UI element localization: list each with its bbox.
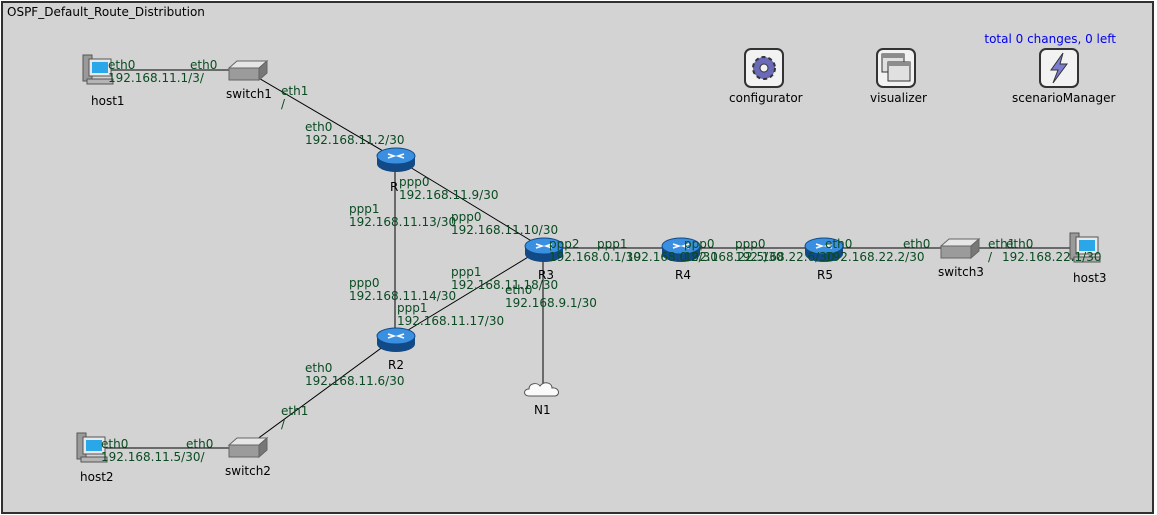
r4-ppp1-label: ppp1 — [597, 237, 628, 251]
r3-router-icon[interactable] — [523, 235, 565, 269]
switch2-label: switch2 — [225, 464, 271, 478]
r3-ppp2-label: ppp2 — [549, 237, 580, 251]
switch2-eth1-label: eth1 — [281, 404, 309, 418]
switch1-eth1-label: eth1 — [281, 84, 309, 98]
r5-eth0-ip-label: 192.168.22.2/30 — [825, 250, 925, 264]
configurator-label: configurator — [729, 91, 803, 105]
n1-label: N1 — [534, 403, 551, 417]
r3-ppp2-ip-label: 192.168.0.1/30 — [549, 250, 641, 264]
switch1-slash-label: / — [281, 97, 286, 111]
link-r1-r3 — [394, 157, 544, 249]
r4-ppp0-ip-label: 192.168.22.5/30 — [684, 250, 784, 264]
host3-ip-label: 192.168.22.1/30 — [1002, 250, 1102, 264]
r1-ppp0-label: ppp0 — [399, 175, 430, 189]
switch1-switch-icon[interactable] — [225, 58, 269, 88]
visualizer-windows-icon[interactable] — [876, 48, 916, 92]
r3-ppp0-ip-label: 192.168.11.10/30 — [451, 223, 559, 237]
r3-ppp1-ip-label: 192.168.11.18/30 — [451, 278, 559, 292]
r4-ppp1-ip-label: 192.168.0.2/30 — [626, 250, 718, 264]
switch3-eth0-label: eth0 — [903, 237, 931, 251]
switch1-eth0-label: eth0 — [190, 58, 218, 72]
scenario-status: total 0 changes, 0 left — [984, 32, 1116, 46]
switch2-eth0-label: eth0 — [186, 437, 214, 451]
host1-eth0-label: eth0 — [108, 58, 136, 72]
host2-computer-icon[interactable] — [75, 431, 109, 469]
host1-computer-icon[interactable] — [81, 53, 115, 91]
switch2-switch-icon[interactable] — [225, 435, 269, 465]
host3-label: host3 — [1073, 271, 1107, 285]
host2-ip-label: 192.168.11.5/30/ — [101, 450, 205, 464]
switch3-eth1-label: eth1 — [988, 237, 1016, 251]
host3-eth0-label: eth0 — [1006, 237, 1034, 251]
r1-ppp1-label: ppp1 — [349, 202, 380, 216]
switch3-label: switch3 — [938, 265, 984, 279]
r5-eth0-label: eth0 — [825, 237, 853, 251]
switch3-slash-label: / — [988, 250, 993, 264]
switch3-switch-icon[interactable] — [937, 236, 981, 266]
r2-label: R2 — [388, 358, 404, 372]
r2-router-icon[interactable] — [375, 325, 417, 359]
r3-eth0-label: eth0 — [505, 283, 533, 297]
configurator-gear-icon[interactable] — [744, 48, 784, 92]
n1-cloud-icon[interactable] — [521, 380, 565, 404]
scenario-manager-label: scenarioManager — [1012, 91, 1116, 105]
host1-label: host1 — [91, 94, 125, 108]
switch1-label: switch1 — [226, 87, 272, 101]
r2-ppp0-label: ppp0 — [349, 276, 380, 290]
r5-router-icon[interactable] — [803, 235, 845, 269]
r5-ppp0-label: ppp0 — [735, 237, 766, 251]
r2-eth0-ip-label: 192.168.11.6/30 — [305, 374, 405, 388]
r1-ppp0-ip-label: 192.168.11.9/30 — [399, 188, 499, 202]
r3-ppp0-label: ppp0 — [451, 210, 482, 224]
r4-router-icon[interactable] — [660, 235, 702, 269]
r4-ppp0-label: ppp0 — [684, 237, 715, 251]
r2-eth0-label: eth0 — [305, 361, 333, 375]
host2-eth0-label: eth0 — [101, 437, 129, 451]
r1-eth0-label: eth0 — [305, 120, 333, 134]
r1-label: R — [390, 180, 399, 194]
link-switch1-r1 — [244, 69, 396, 159]
r3-label: R3 — [538, 268, 554, 282]
visualizer-label: visualizer — [870, 91, 927, 105]
r2-ppp1-ip-label: 192.168.11.17/30 — [397, 314, 505, 328]
switch2-slash-label: / — [281, 417, 286, 431]
scenario-manager-lightning-icon[interactable] — [1039, 48, 1079, 92]
r3-eth0-ip-label: 192.168.9.1/30 — [505, 296, 597, 310]
link-r2-switch2 — [244, 337, 396, 449]
r1-router-icon[interactable] — [375, 145, 417, 179]
r3-ppp1-label: ppp1 — [451, 265, 482, 279]
r1-eth0-ip-label: 192.168.11.2/30 — [305, 133, 405, 147]
links-layer — [93, 69, 1088, 449]
r5-label: R5 — [817, 268, 833, 282]
host1-ip-label: 192.168.11.1/3/ — [108, 71, 204, 85]
host2-label: host2 — [80, 470, 114, 484]
r1-ppp1-ip-label: 192.168.11.13/30 — [349, 215, 457, 229]
r2-ppp0-ip-label: 192.168.11.14/30 — [349, 289, 457, 303]
r2-ppp1-label: ppp1 — [397, 301, 428, 315]
r5-ppp0-ip-label: 192.168.22.6/30 — [735, 250, 835, 264]
host3-computer-icon[interactable] — [1068, 231, 1102, 269]
network-title: OSPF_Default_Route_Distribution — [7, 5, 205, 19]
r4-label: R4 — [675, 268, 691, 282]
link-r2-r3 — [394, 247, 544, 339]
